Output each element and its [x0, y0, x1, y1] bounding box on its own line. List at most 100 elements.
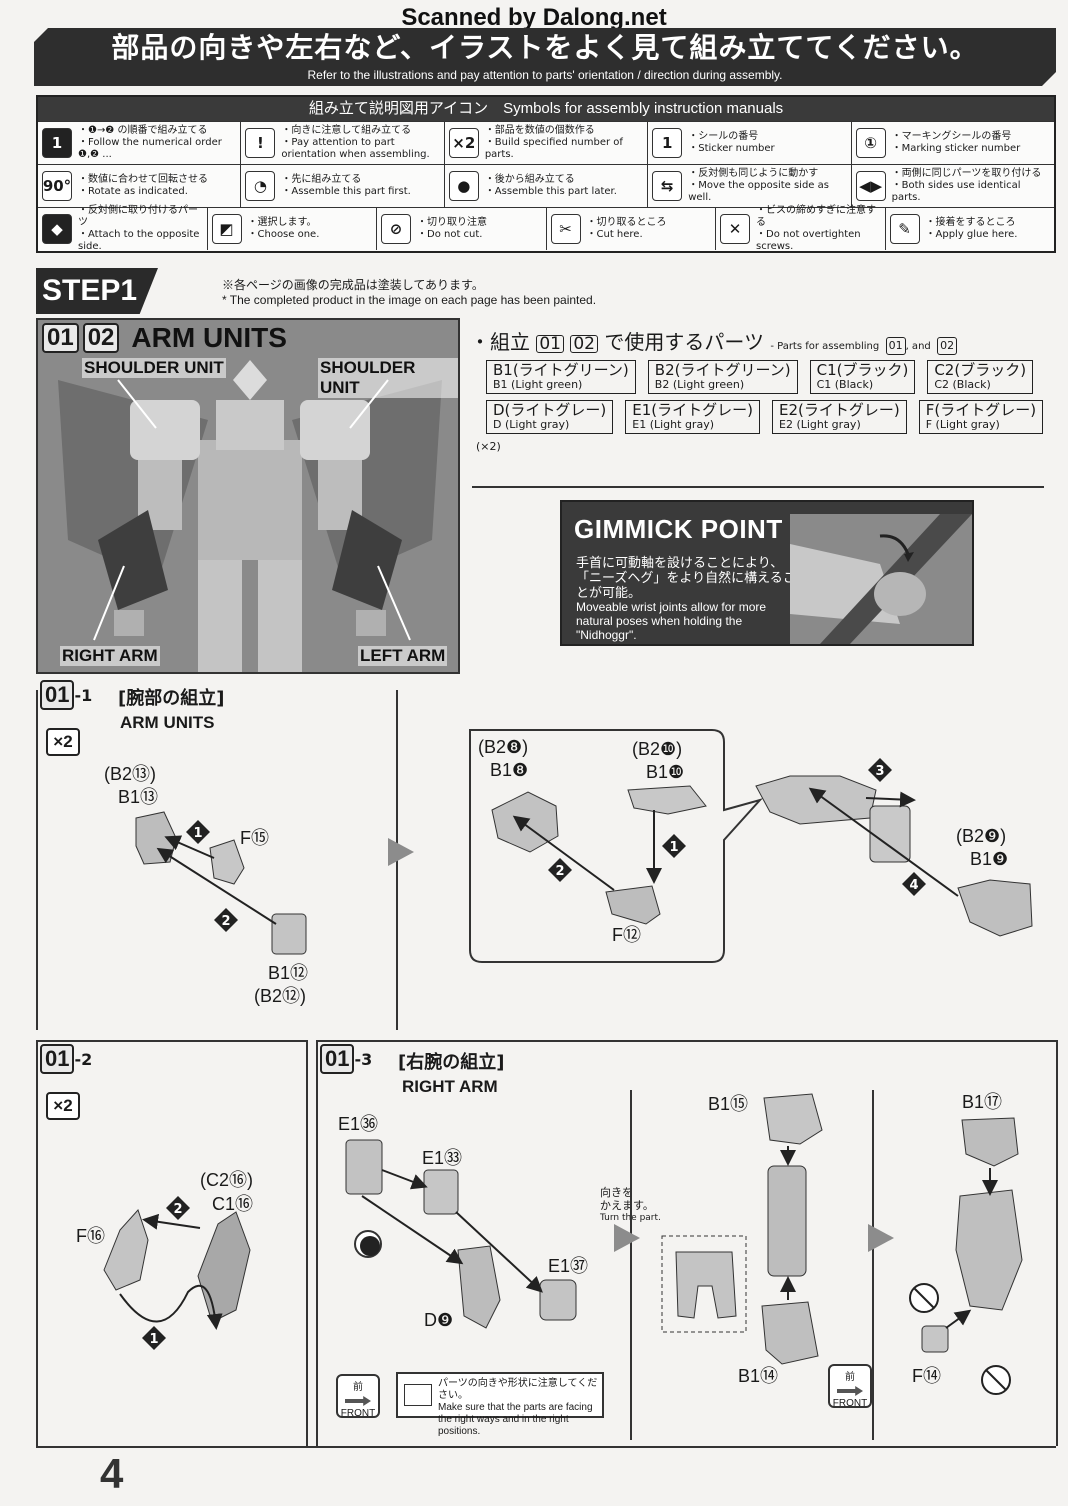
parts-list: ・組立 01 02 で使用するパーツ - Parts for assemblin… — [470, 326, 1060, 466]
sec-01-3-divider-a — [630, 1090, 632, 1440]
symbol-text-jp: ・向きに注意して組み立てる — [281, 125, 412, 136]
sec-01-1-tag: 01-1 — [40, 680, 92, 710]
choose-one-icon: ◩ — [211, 214, 242, 244]
sec-01-3-tag: 01-3 — [320, 1044, 372, 1074]
step-badge: STEP1 — [36, 268, 158, 314]
cut-here-icon: ✂ — [550, 214, 581, 244]
symbol-text-en: ・Do not overtighten screws. — [756, 229, 861, 252]
callout-b1-10: B1❿ — [646, 762, 685, 782]
part-c1-16-shape — [197, 1211, 251, 1323]
svg-text:2: 2 — [221, 914, 230, 929]
step-2-icon: 2 — [166, 1196, 190, 1220]
sec-01-3-right-border — [1056, 1040, 1058, 1446]
symbol-text-en: ・Follow the numerical order ❶,❷ ... — [78, 137, 222, 160]
part-f15-shape — [209, 839, 245, 885]
symbol-text: ・向きに注意して組み立てる・Pay attention to part orie… — [281, 125, 439, 161]
symbol-text-jp: ・反対側も同じように動かす — [688, 168, 819, 179]
symbol-text-en: ・Marking sticker number — [891, 143, 1021, 154]
parts-tag-01: 01 — [536, 335, 564, 353]
sec-01-1-sub: -1 — [74, 685, 93, 705]
symbol-text: ・反対側も同じように動かす・Move the opposite side as … — [688, 168, 846, 204]
arm-units-photo: 01 02 ARM UNITS SHOULDER UNIT SHOULDER U… — [36, 318, 460, 674]
symbol-text: ・数値に合わせて回転させる・Rotate as indicated. — [78, 174, 208, 198]
sec-01-1-title-jp: [腕部の組立] — [118, 688, 225, 709]
symbol-text: ・シールの番号・Sticker number — [688, 131, 774, 155]
symbol-text: ・選択します。・Choose one. — [248, 217, 320, 241]
both-sides-icon: ◀▶ — [855, 171, 886, 201]
callout-b1-12: B1⑫ — [268, 963, 309, 983]
callout-b1-9: B1❾ — [970, 849, 1009, 869]
do-not-cut-icon: ⊘ — [381, 214, 411, 244]
part-e1-37-shape — [539, 1279, 577, 1321]
symbol-text: ・接着をするところ・Apply glue here. — [926, 217, 1018, 241]
sec-01-2-num: 01 — [40, 1044, 75, 1074]
scan-credit: Scanned by Dalong.net — [401, 4, 667, 31]
turn-note-jp: 向きを かえます。 — [600, 1186, 654, 1212]
front-badge-left: 前 FRONT — [336, 1374, 380, 1419]
symbol-text: ・❶→❷ の順番で組み立てる・Follow the numerical orde… — [78, 125, 236, 161]
part-name-en: C2 (Black) — [934, 378, 991, 391]
callout-e1-36: E1㊱ — [338, 1114, 379, 1134]
symbol-text: ・後から組み立てる・Assemble this part later. — [485, 174, 617, 198]
label-left-arm: LEFT ARM — [358, 646, 448, 666]
step-note-jp: ※各ページの画像の完成品は塗装してあります。 — [222, 278, 484, 292]
symbol-text-en: ・Choose one. — [247, 229, 320, 240]
part-right-arm-assembled — [955, 1189, 1023, 1311]
quantity-icon: ×2 — [448, 128, 479, 158]
callout-f14: F⑭ — [912, 1366, 941, 1386]
part-d9-shape — [457, 1245, 501, 1329]
symbols-row: 90°・数値に合わせて回転させる・Rotate as indicated.◔・先… — [38, 164, 1054, 207]
part-name-en: C1 (Black) — [816, 378, 874, 391]
attach-opposite-icon: ◆ — [42, 214, 72, 244]
part-f12-shape — [605, 885, 661, 925]
page-number: 4 — [100, 1450, 124, 1497]
symbol-text-en: ・Build specified number of parts. — [484, 137, 623, 160]
symbol-cell: ①・マーキングシールの番号・Marking sticker number — [852, 122, 1054, 164]
opposite-side-icon: ⇆ — [652, 171, 683, 201]
part-b1-9-shape — [957, 879, 1033, 937]
part-b1-13-shape — [135, 811, 177, 865]
symbol-text-jp: ・選択します。 — [247, 217, 317, 228]
glue-icon: ✎ — [889, 214, 920, 244]
sec-01-2-top-border — [36, 1040, 306, 1042]
part-name-en: E2 (Light gray) — [779, 418, 861, 431]
front-badge-right-en: FRONT — [832, 1398, 868, 1409]
callout-d9: D❾ — [424, 1310, 454, 1330]
symbol-cell: ✕・ビスの締めすぎに注意する・Do not overtighten screws… — [716, 205, 886, 252]
symbol-text: ・反対側に取り付けるパーツ・Attach to the opposite sid… — [78, 205, 203, 253]
symbol-cell: 90°・数値に合わせて回転させる・Rotate as indicated. — [38, 165, 242, 207]
symbol-cell: ⇆・反対側も同じように動かす・Move the opposite side as… — [648, 165, 852, 207]
symbol-text-jp: ・❶→❷ の順番で組み立てる — [78, 125, 208, 136]
step-note-en: * The completed product in the image on … — [222, 293, 597, 307]
part-name-en: B2 (Light green) — [654, 378, 745, 391]
symbol-text-jp: ・ビスの締めすぎに注意する — [756, 205, 876, 228]
symbols-row: 1 ・❶→❷ の順番で組み立てる・Follow the numerical ord… — [38, 121, 1054, 164]
arm-units-title: ARM UNITS — [131, 322, 287, 353]
part-name-en: D (Light gray) — [493, 418, 570, 431]
svg-text:4: 4 — [909, 878, 918, 893]
callout-b2-8: (B2❽) — [478, 737, 529, 757]
part-name-jp: B1(ライトグリーン) — [493, 361, 629, 379]
sec-01-3-top-border — [316, 1040, 1056, 1042]
step-1-icon: 1 — [186, 820, 210, 844]
part-name-jp: E2(ライトグレー) — [779, 401, 900, 419]
part-name-jp: C2(ブラック) — [934, 361, 1027, 379]
part-box: B1(ライトグリーン)B1 (Light green) — [486, 360, 636, 394]
part-box: D(ライトグレー)D (Light gray) — [486, 400, 614, 434]
svg-text:1: 1 — [193, 826, 202, 841]
symbol-cell: ×2・部品を数値の個数作る・Build specified number of … — [445, 122, 649, 164]
part-name-en: E1 (Light gray) — [632, 418, 714, 431]
gimmick-text-jp: 手首に可動軸を設けることにより、「ニーズヘグ」をより自然に構えることが可能。 — [576, 556, 796, 601]
step-4-icon: 4 — [902, 872, 926, 896]
symbol-cell: 1・シールの番号・Sticker number — [648, 122, 852, 164]
front-arrow-icon — [345, 1396, 371, 1406]
callout-b1-8: B1❽ — [490, 760, 529, 780]
sec-01-3-title-en: RIGHT ARM — [402, 1077, 498, 1096]
symbol-cell: ◀▶・両側に同じパーツを取り付ける・Both sides use identic… — [852, 165, 1054, 207]
callout-e1-33: E1㉝ — [422, 1148, 463, 1168]
part-box: C2(ブラック)C2 (Black) — [927, 360, 1034, 394]
svg-text:3: 3 — [875, 764, 884, 779]
sticker-icon: 1 — [652, 128, 683, 158]
sec-01-1-divider — [396, 690, 398, 1030]
symbol-cell: ◩・選択します。・Choose one. — [208, 208, 377, 250]
